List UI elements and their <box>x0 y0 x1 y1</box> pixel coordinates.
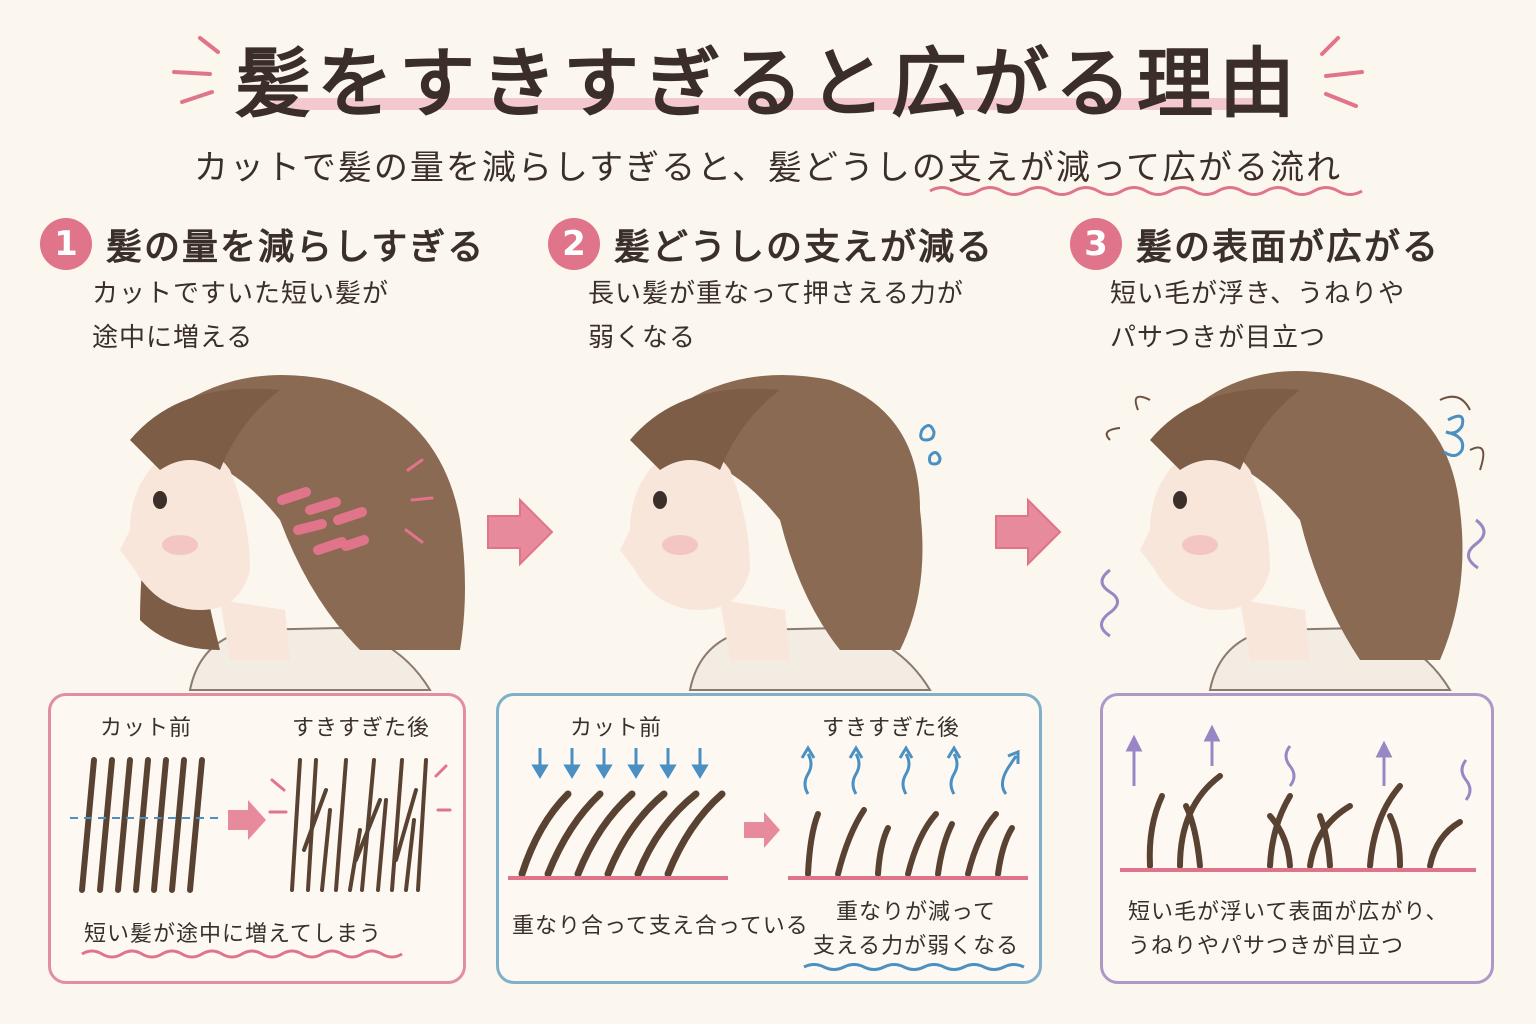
step-1-description: カットですいた短い髪が 途中に増える <box>92 272 389 360</box>
step-2-description-line: 長い髪が重なって押さえる力が <box>588 279 964 309</box>
panel-1-caption: 短い髪が途中に増えてしまう <box>84 922 382 947</box>
page-title: 髪をすきすぎると広がる理由 <box>235 39 1301 128</box>
step-1-description-line: カットですいた短い髪が <box>92 279 390 309</box>
arrow-right-icon <box>487 497 554 567</box>
step-3-number: 3 <box>1070 218 1122 270</box>
panel-1-after-label: すきすぎた後 <box>292 716 431 741</box>
panel-2-before-label: カット前 <box>570 716 663 741</box>
subtitle-wave-underline <box>929 186 1363 196</box>
panel-2-after-caption: 重なりが減って 支える力が弱くなる <box>806 896 1026 964</box>
panel-1-wave-underline <box>81 949 403 959</box>
panel-3-caption-line: うねりやパサつきが目立つ <box>1128 934 1405 959</box>
panel-3-caption: 短い毛が浮いて表面が広がり、 うねりやパサつきが目立つ <box>1128 896 1448 964</box>
step-3-description-line: 短い毛が浮き、うねりや <box>1110 279 1406 309</box>
step-1-number: 1 <box>40 218 92 270</box>
arrow-right-icon <box>995 497 1062 567</box>
woman-portrait-3-icon <box>1100 371 1486 691</box>
panel-2-before-caption: 重なり合って支え合っている <box>512 914 809 939</box>
title-underline <box>272 98 1262 110</box>
step-1-title: 髪の量を減らしすぎる <box>106 227 486 268</box>
panel-1-before-label: カット前 <box>100 716 193 741</box>
hair-strands-diagram-1-icon <box>70 757 452 893</box>
hair-spread-diagram-icon <box>1120 724 1476 872</box>
woman-portrait-1-icon <box>120 375 465 691</box>
subtitle: カットで髪の量を減らしすぎると、髪どうしの支えが減って広がる流れ <box>193 148 1343 188</box>
step-3-description: 短い毛が浮き、うねりや パサつきが目立つ <box>1110 272 1405 360</box>
step-1-description-line: 途中に増える <box>92 323 254 353</box>
step-3-description-line: パサつきが目立つ <box>1110 323 1327 353</box>
left-burst-icon <box>172 36 220 104</box>
step-2-title: 髪どうしの支えが減る <box>614 227 995 268</box>
panel-2-after-label: すきすぎた後 <box>822 716 961 741</box>
step-3-title: 髪の表面が広がる <box>1136 227 1441 268</box>
panel-2-after-caption-line: 重なりが減って <box>836 900 996 925</box>
panel-2-after-caption-line: 支える力が弱くなる <box>812 934 1020 959</box>
panel-surface-spread <box>1100 693 1494 984</box>
panel-2-wave-underline <box>803 963 1025 971</box>
step-2-description: 長い髪が重なって押さえる力が 弱くなる <box>588 272 964 360</box>
step-2-number: 2 <box>548 218 600 270</box>
woman-portrait-2-icon <box>620 375 942 691</box>
panel-3-caption-line: 短い毛が浮いて表面が広がり、 <box>1128 900 1449 925</box>
right-burst-icon <box>1320 36 1364 108</box>
step-2-description-line: 弱くなる <box>588 323 697 353</box>
hair-support-diagram-icon <box>508 745 1028 880</box>
